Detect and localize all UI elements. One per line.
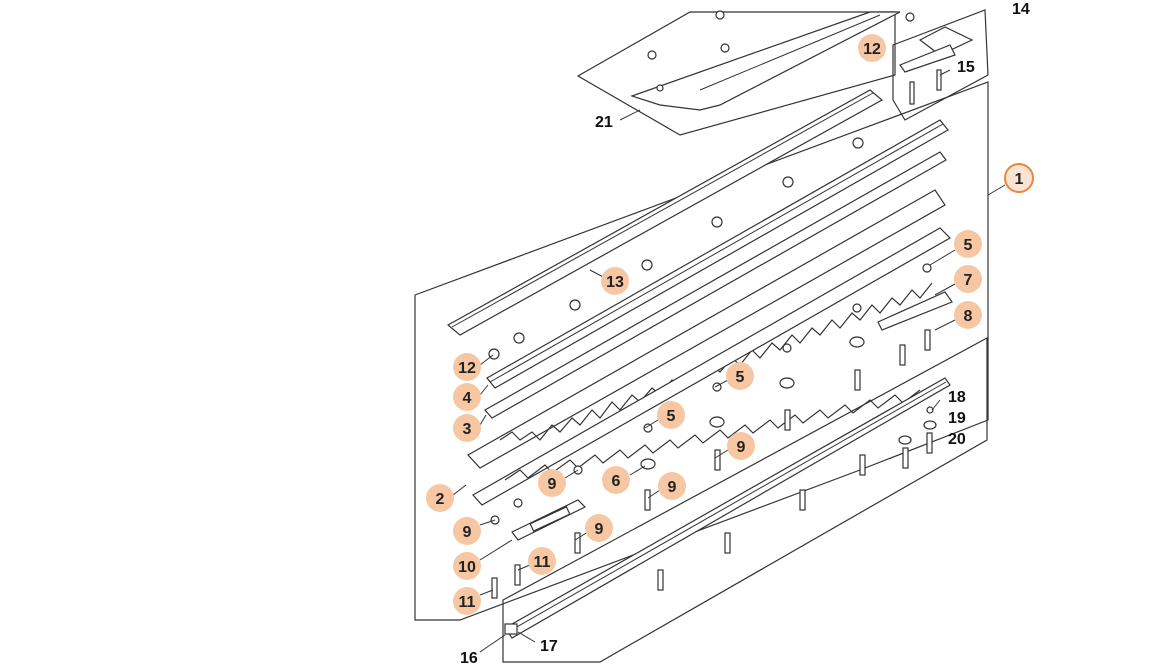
badge-8[interactable]: 8 — [954, 301, 982, 329]
badge-11b-text: 11 — [459, 594, 476, 611]
nuts-12 — [488, 137, 864, 360]
strip-part-3 — [484, 151, 947, 419]
badge-8-text: 8 — [964, 308, 973, 325]
blade-lower — [472, 227, 951, 506]
badge-10[interactable]: 10 — [453, 552, 481, 580]
badge-5c[interactable]: 5 — [657, 401, 685, 429]
badge-4[interactable]: 4 — [453, 383, 481, 411]
label-21[interactable]: 21 — [595, 114, 613, 131]
badge-12b-text: 12 — [458, 360, 476, 377]
badge-5a[interactable]: 5 — [954, 230, 982, 258]
badge-12b[interactable]: 12 — [453, 353, 481, 381]
badge-5d: 5 — [0, 0, 9, 4]
badge-5b-text: 5 — [736, 369, 745, 386]
badge-6-text: 6 — [612, 473, 621, 490]
badge-2[interactable]: 2 — [426, 484, 454, 512]
badge-7[interactable]: 7 — [954, 265, 982, 293]
badge-7-text: 7 — [964, 272, 973, 289]
label-20[interactable]: 20 — [948, 431, 966, 448]
label-16[interactable]: 16 — [460, 650, 478, 667]
badge-11a[interactable]: 11 — [528, 547, 556, 575]
screws — [491, 329, 933, 599]
badge-12a[interactable]: 12 — [858, 34, 886, 62]
badge-9a-text: 9 — [737, 439, 746, 456]
badge-9e[interactable]: 9 — [453, 517, 481, 545]
label-15[interactable]: 15 — [957, 59, 975, 76]
badge-2-text: 2 — [436, 491, 445, 508]
bracket-frame — [892, 9, 989, 121]
badge-4-text: 4 — [463, 390, 472, 407]
badge-3[interactable]: 3 — [453, 414, 481, 442]
badge-13[interactable]: 13 — [601, 267, 629, 295]
badge-9d-text: 9 — [595, 521, 604, 538]
badge-3-text: 3 — [463, 421, 472, 438]
badge-9b-text: 9 — [668, 479, 677, 496]
badge-11b[interactable]: 11 — [453, 587, 481, 615]
badge-1-text: 1 — [1015, 171, 1024, 188]
badge-5b[interactable]: 5 — [726, 362, 754, 390]
badge-12a-text: 12 — [863, 41, 881, 58]
strip-part-4 — [486, 119, 949, 389]
label-18[interactable]: 18 — [948, 389, 966, 406]
badge-9e-text: 9 — [463, 524, 472, 541]
rail-part-16 — [504, 377, 951, 639]
badge-10-text: 10 — [458, 559, 476, 576]
rail-frame — [502, 336, 988, 663]
badge-9d[interactable]: 9 — [585, 514, 613, 542]
badge-9b[interactable]: 9 — [658, 472, 686, 500]
cover-part-21 — [630, 10, 915, 111]
badge-5c-text: 5 — [667, 408, 676, 425]
badge-9c[interactable]: 9 — [538, 469, 566, 497]
badge-6[interactable]: 6 — [602, 466, 630, 494]
badge-9c-text: 9 — [548, 476, 557, 493]
bar-part-13 — [446, 89, 884, 336]
badge-13-text: 13 — [606, 274, 624, 291]
label-19[interactable]: 19 — [948, 410, 966, 427]
badge-11a-text: 11 — [534, 554, 551, 571]
bracket-part-14 — [899, 26, 974, 105]
plate-part-10 — [511, 499, 587, 541]
label-14[interactable]: 14 — [1012, 1, 1030, 18]
plate-part-7 — [877, 291, 953, 331]
badge-1[interactable]: 1 — [1004, 163, 1034, 193]
badge-9a[interactable]: 9 — [727, 432, 755, 460]
badge-5a-text: 5 — [964, 237, 973, 254]
label-17[interactable]: 17 — [540, 638, 558, 655]
